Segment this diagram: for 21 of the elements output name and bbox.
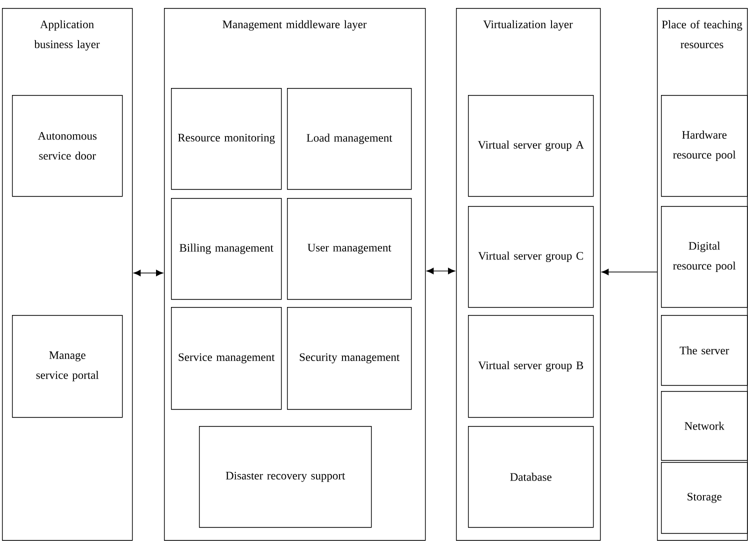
arrow [602, 268, 658, 276]
component-box: Virtual server group C [468, 206, 594, 308]
component-box: Security management [287, 307, 412, 410]
component-box: Resource monitoring [171, 88, 282, 190]
component-box: Hardware resource pool [661, 95, 748, 197]
component-box: Storage [661, 462, 748, 534]
arrow [426, 268, 456, 274]
component-box: Autonomous service door [12, 95, 123, 197]
component-box: Manage service portal [12, 315, 123, 418]
component-box: Billing management [171, 198, 282, 300]
component-box: Disaster recovery support [199, 426, 372, 528]
component-box: Digital resource pool [661, 206, 748, 308]
component-box: Virtual server group B [468, 315, 594, 418]
component-box: Service management [171, 307, 282, 410]
component-box: Database [468, 426, 594, 528]
component-box: Virtual server group A [468, 95, 594, 197]
arrow [134, 270, 164, 276]
component-box: Load management [287, 88, 412, 190]
component-box: User management [287, 198, 412, 300]
component-box: Network [661, 391, 748, 461]
component-box: The server [661, 315, 748, 386]
